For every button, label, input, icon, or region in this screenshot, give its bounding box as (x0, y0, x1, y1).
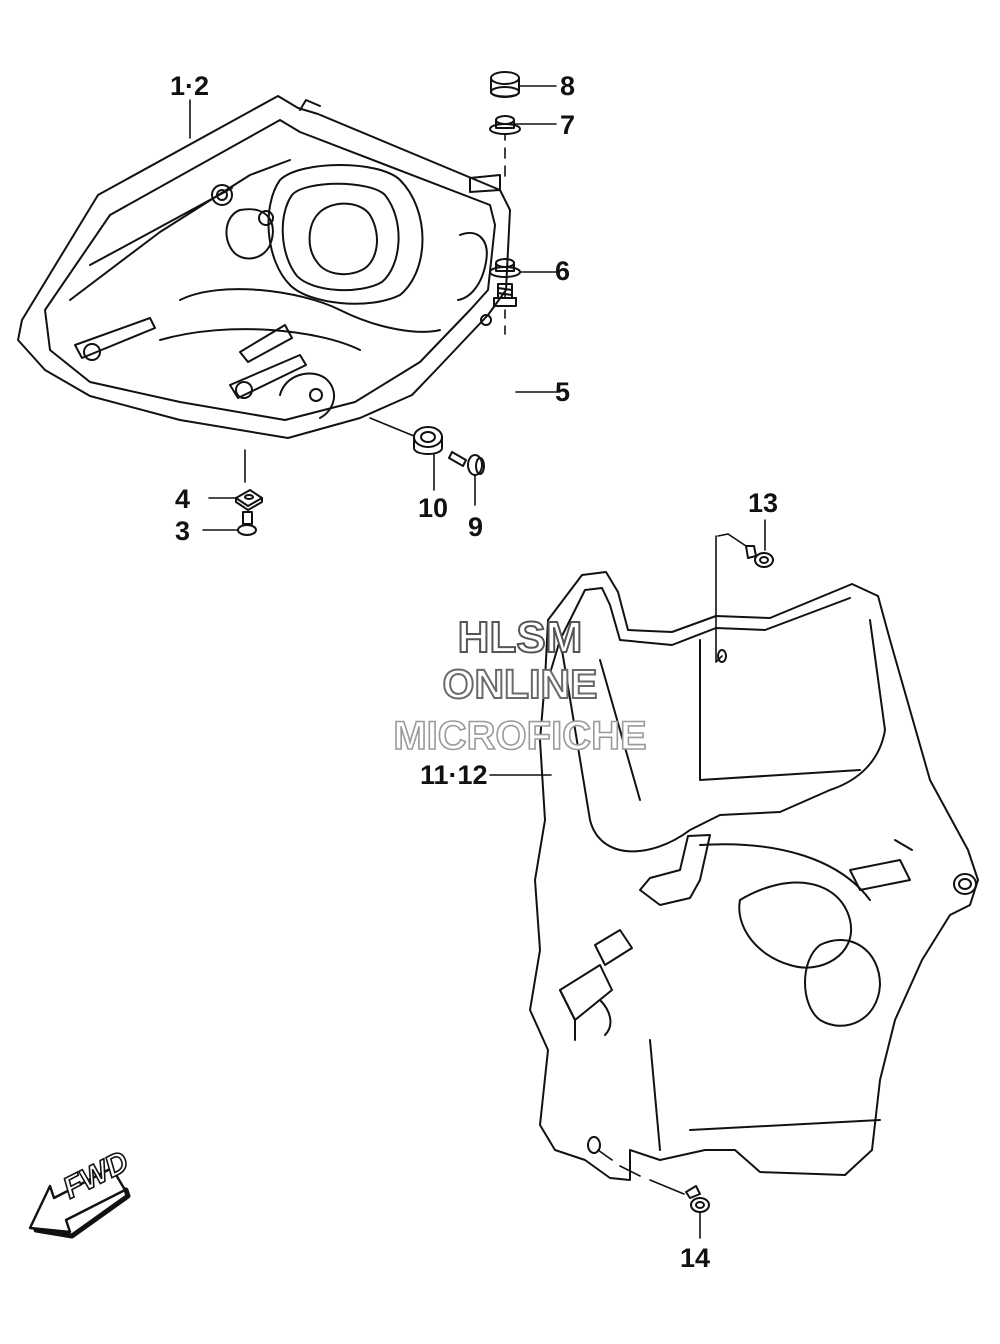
grommet-part-8 (490, 71, 520, 98)
bolt-part-9 (448, 451, 485, 476)
grommet-part-10 (413, 426, 443, 455)
watermark-line-1: HLSM (457, 613, 584, 662)
callout-8: 8 (560, 71, 576, 101)
callout-1-2: 1·2 (170, 71, 210, 101)
callout-3: 3 (175, 516, 191, 546)
clip-part-13 (745, 545, 774, 568)
upper-cover-part (17, 95, 511, 439)
leader-lines (189, 85, 766, 1239)
callout-10: 10 (418, 493, 449, 523)
callout-6: 6 (555, 256, 571, 286)
callout-7: 7 (560, 110, 576, 140)
watermark-line-3: MICROFICHE (393, 714, 648, 758)
fwd-arrow-icon (28, 1166, 131, 1239)
callout-5: 5 (555, 377, 571, 407)
callout-4: 4 (175, 484, 191, 514)
collar-part-6 (489, 258, 521, 278)
callout-11-12: 11·12 (420, 760, 488, 790)
screw-part-3 (237, 511, 257, 536)
callout-14: 14 (680, 1243, 711, 1273)
inner-cover-part (529, 571, 979, 1181)
clip-part-14 (685, 1185, 710, 1213)
collar-part-7 (489, 115, 521, 135)
bolt-part-5 (493, 283, 517, 307)
watermark-line-2: ONLINE (442, 661, 599, 707)
callout-13: 13 (748, 488, 779, 518)
nut-part-4 (235, 489, 263, 511)
callout-9: 9 (468, 512, 484, 542)
